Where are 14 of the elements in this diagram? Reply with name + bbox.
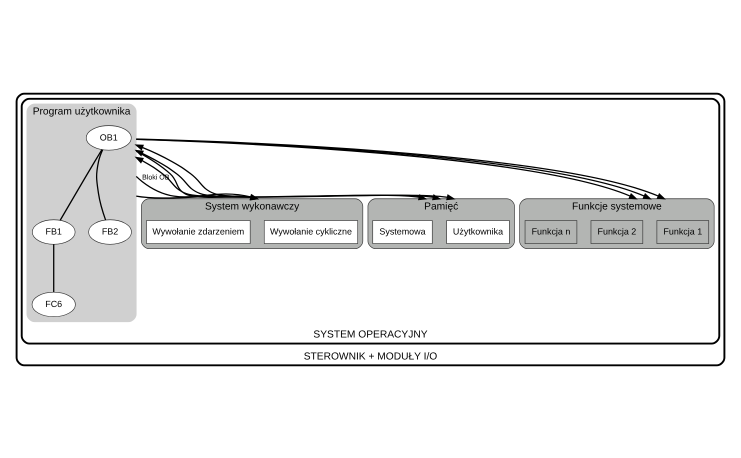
node-box: Użytkownika bbox=[446, 220, 510, 244]
node-ellipse: FB2 bbox=[88, 218, 132, 244]
node-ellipse: OB1 bbox=[86, 124, 132, 150]
connector bbox=[96, 148, 106, 220]
connector bbox=[53, 244, 54, 292]
node-box: Funkcja n bbox=[524, 220, 578, 244]
node-ellipse: FB1 bbox=[32, 218, 76, 244]
node-box: Funkcja 1 bbox=[656, 220, 710, 244]
node-box: Wywołanie zdarzeniem bbox=[146, 220, 250, 244]
node-box: Funkcja 2 bbox=[590, 220, 644, 244]
node-box: Wywołanie cykliczne bbox=[264, 220, 358, 244]
node-box: Systemowa bbox=[372, 220, 433, 244]
connector bbox=[60, 148, 103, 220]
node-ellipse: FC6 bbox=[32, 291, 76, 317]
